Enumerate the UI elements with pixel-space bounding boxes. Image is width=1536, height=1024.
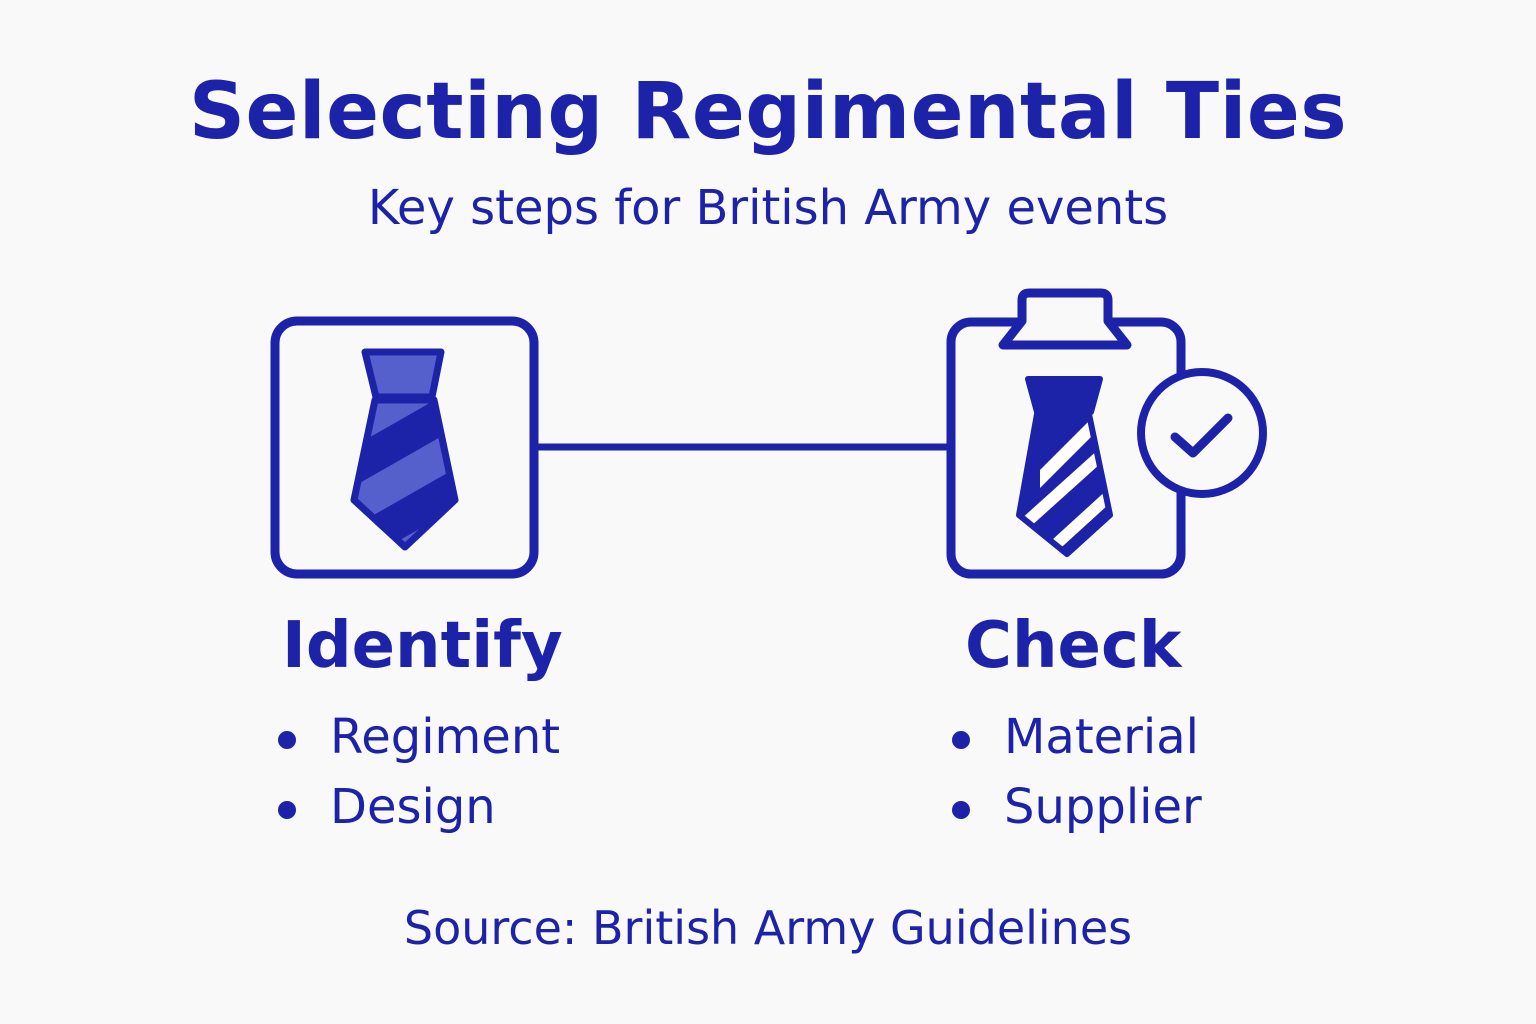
source-note: Source: British Army Guidelines [403,901,1133,955]
tie-blade [350,396,459,551]
clipboard-tie-check-icon [946,288,1267,579]
tie-icon [270,316,539,579]
list-item-text: Material [1004,709,1199,765]
bullet-icon [952,801,970,819]
diagram-title: Selecting Regimental Ties [188,67,1348,157]
list-item-text: Regiment [330,709,561,765]
bullet-icon [278,731,296,749]
clipboard-clip [998,288,1132,350]
tie-knot [361,348,445,401]
clipboard-tie-blade [1016,411,1113,557]
list-item: Regiment [278,702,560,772]
bullet-icon [952,731,970,749]
bullet-icon [278,801,296,819]
list-item-text: Design [330,779,496,835]
step-list-check: Material Supplier [952,702,1202,842]
list-item: Material [952,702,1202,772]
tie-frame [270,316,539,579]
diagram-subtitle: Key steps for British Army events [367,180,1169,236]
clipboard-tie-knot [1025,376,1103,415]
step-heading-identify: Identify [282,609,563,683]
check-badge [1137,368,1267,498]
list-item: Design [278,772,560,842]
check-mark-icon [1170,413,1233,458]
list-item-text: Supplier [1004,779,1202,835]
list-item: Supplier [952,772,1202,842]
step-list-identify: Regiment Design [278,702,560,842]
step-heading-check: Check [965,609,1182,683]
